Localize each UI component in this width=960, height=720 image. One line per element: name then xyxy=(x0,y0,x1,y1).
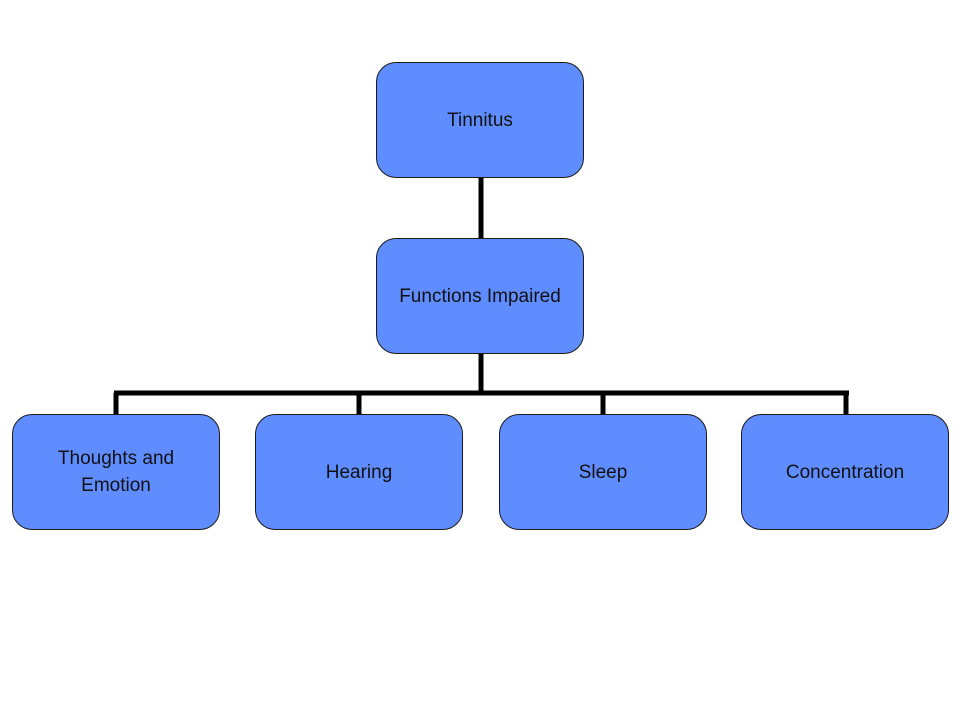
node-label: Sleep xyxy=(578,461,628,483)
node-hearing: Hearing xyxy=(255,414,463,530)
node-label: Functions Impaired xyxy=(399,285,561,307)
node-label: Hearing xyxy=(325,461,393,483)
node-sleep: Sleep xyxy=(499,414,707,530)
node-label: Tinnitus xyxy=(447,109,513,131)
node-label: Concentration xyxy=(785,461,905,483)
node-tinnitus: Tinnitus xyxy=(376,62,584,178)
node-label: Thoughts and Emotion xyxy=(57,448,175,496)
node-concentration: Concentration xyxy=(741,414,949,530)
node-functions-impaired: Functions Impaired xyxy=(376,238,584,354)
node-thoughts-and-emotion: Thoughts and Emotion xyxy=(12,414,220,530)
